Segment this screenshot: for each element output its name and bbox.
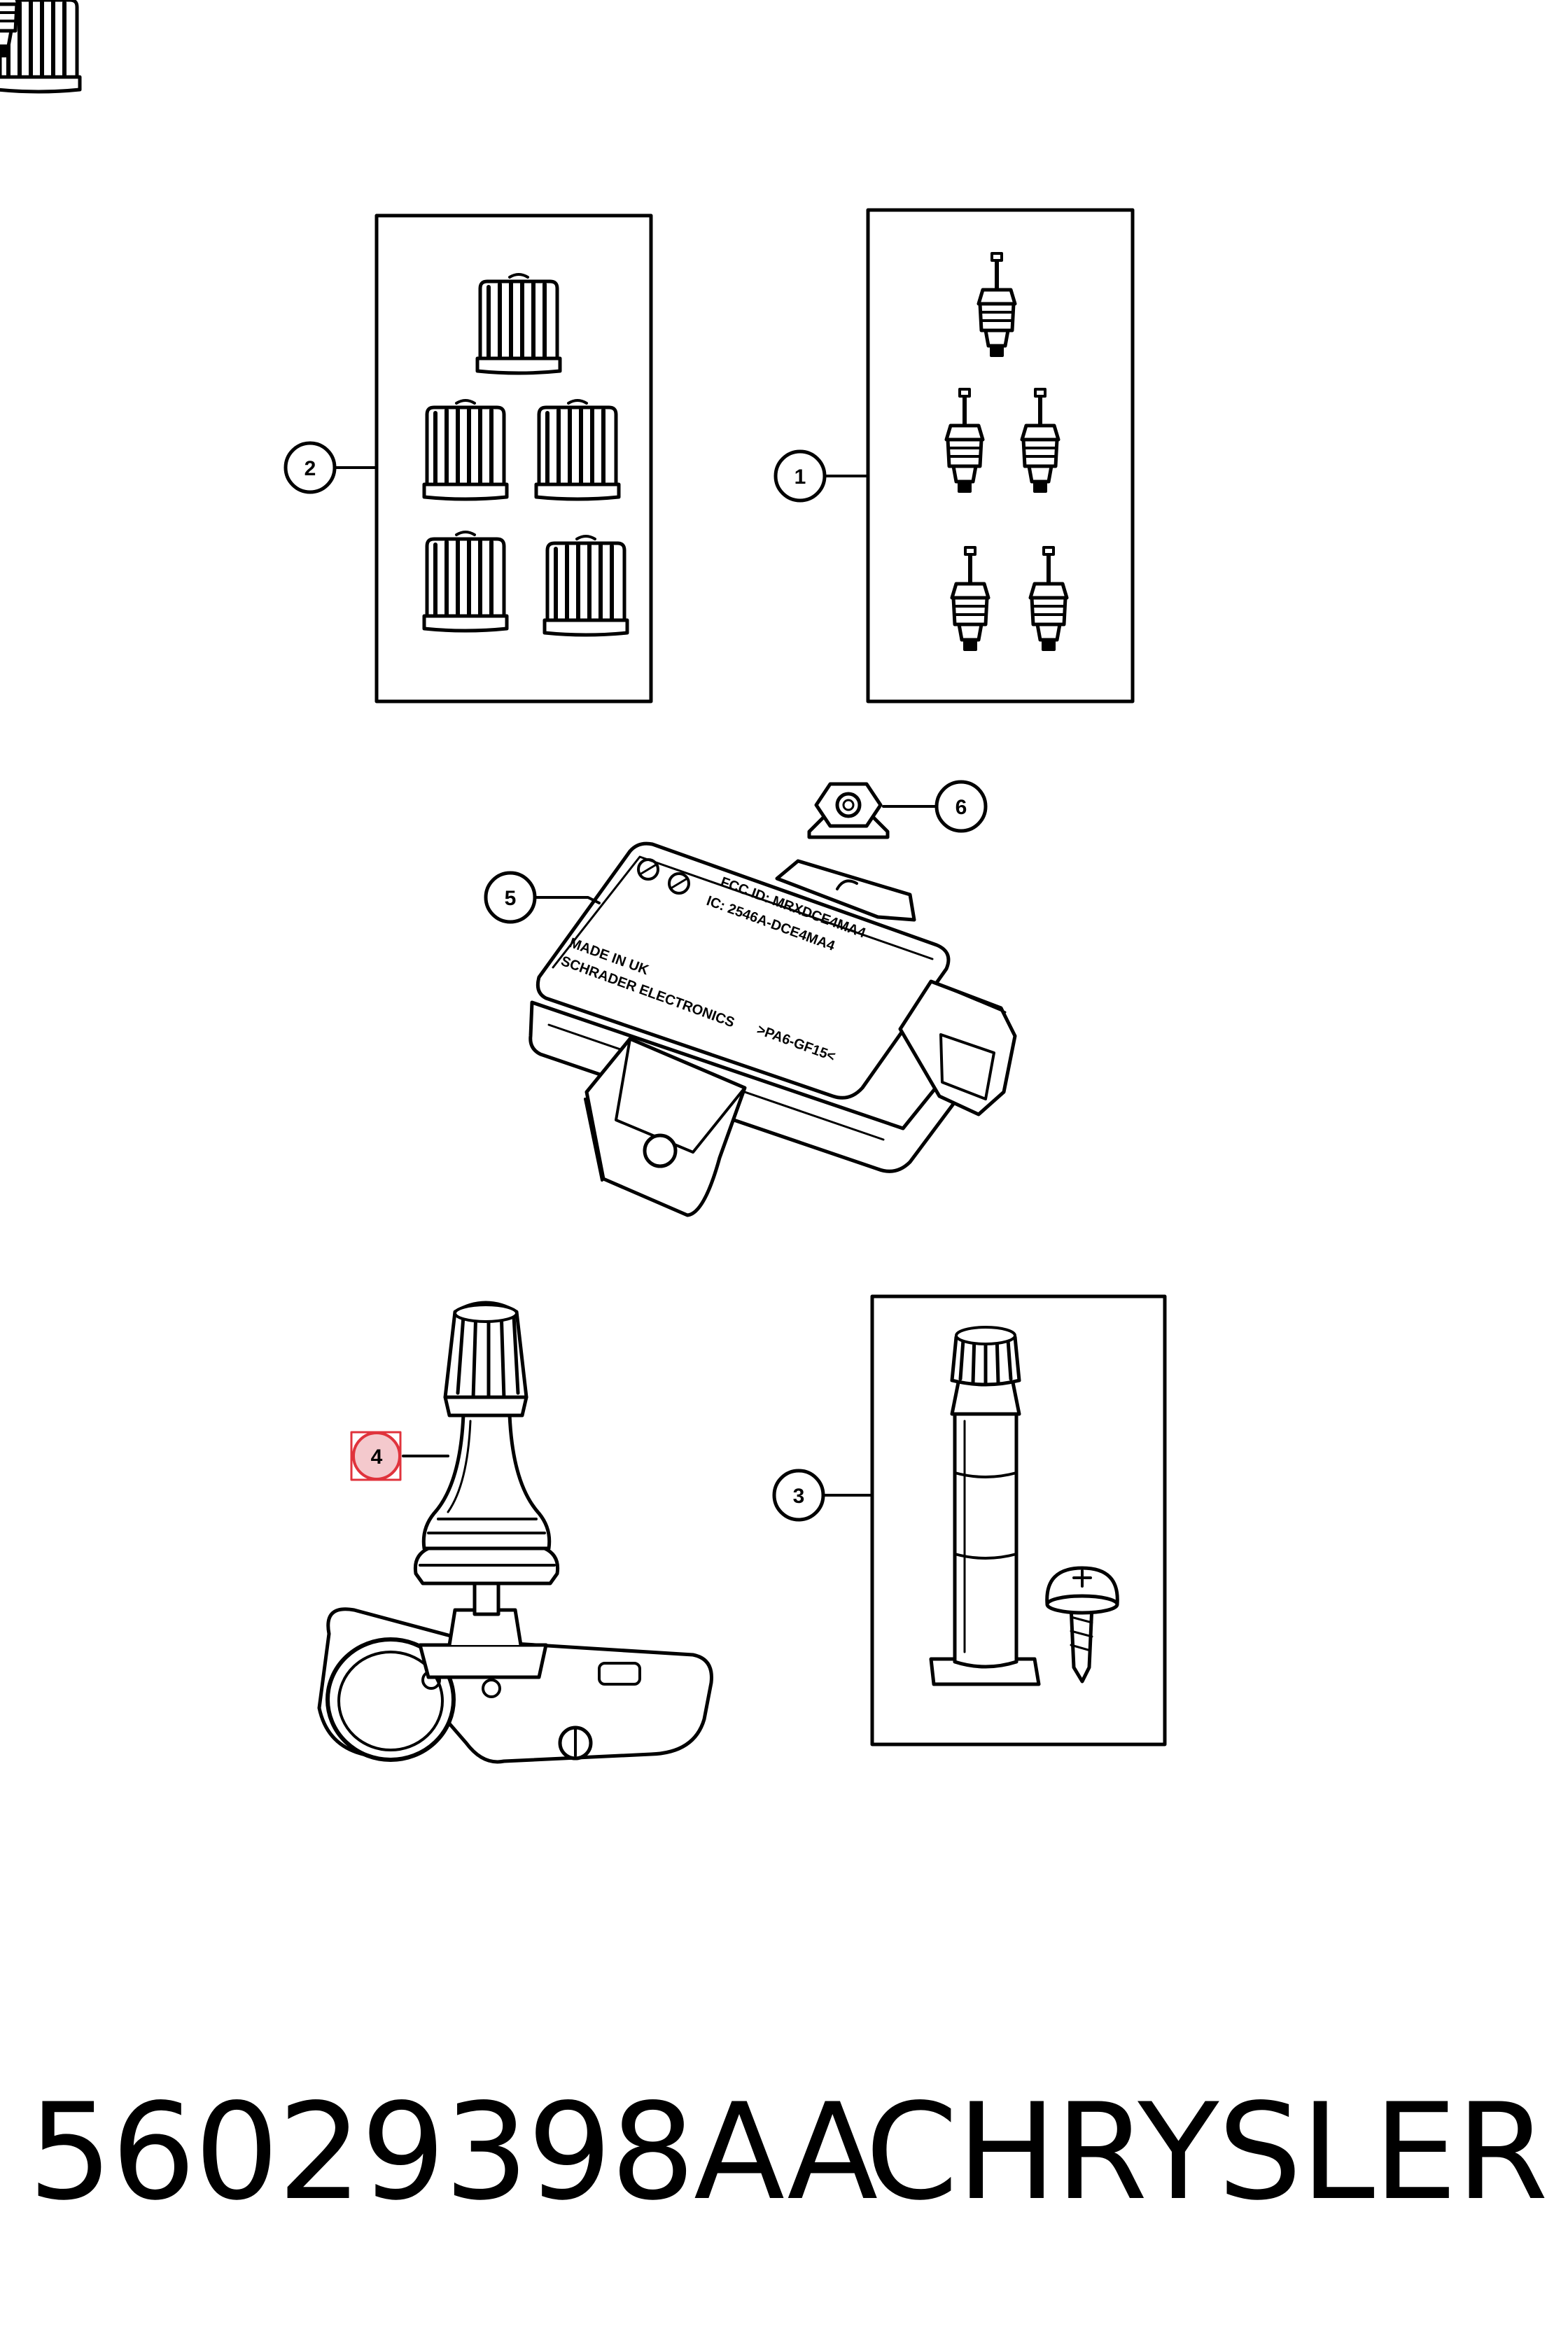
callout-3: 3 — [772, 1469, 874, 1522]
callout-2: 2 — [284, 441, 378, 494]
callout-4: 4 — [350, 1431, 449, 1481]
valve-stem-box — [870, 1294, 1167, 1746]
valve-core — [0, 0, 20, 57]
valve-stem-kit — [870, 1294, 1167, 1746]
part-number: 56029398AA — [28, 2075, 878, 2230]
callout-6-label: 6 — [955, 796, 967, 819]
brand-name: CHRYSLER — [865, 2075, 1548, 2230]
tpms-module: FCC ID: MRXDCE4MA4 IC: 2546A-DCE4MA4 MAD… — [528, 841, 1017, 1217]
footer-caption: 56029398AA CHRYSLER — [0, 2072, 1568, 2233]
valve-cores-group — [0, 0, 1135, 704]
callout-4-label: 4 — [371, 1446, 383, 1469]
valve-caps-box — [374, 214, 653, 704]
callout-5: 5 — [484, 871, 601, 924]
callout-3-label: 3 — [793, 1485, 805, 1508]
callout-6: 6 — [882, 780, 988, 833]
hex-nut — [807, 782, 890, 839]
tpms-sensor — [317, 1301, 713, 1764]
valve-cores-box — [866, 208, 1135, 704]
callout-2-label: 2 — [304, 457, 316, 480]
valve-caps-group — [0, 0, 653, 704]
callout-1: 1 — [774, 449, 869, 503]
callout-1-label: 1 — [794, 465, 806, 489]
callout-5-label: 5 — [505, 887, 517, 910]
